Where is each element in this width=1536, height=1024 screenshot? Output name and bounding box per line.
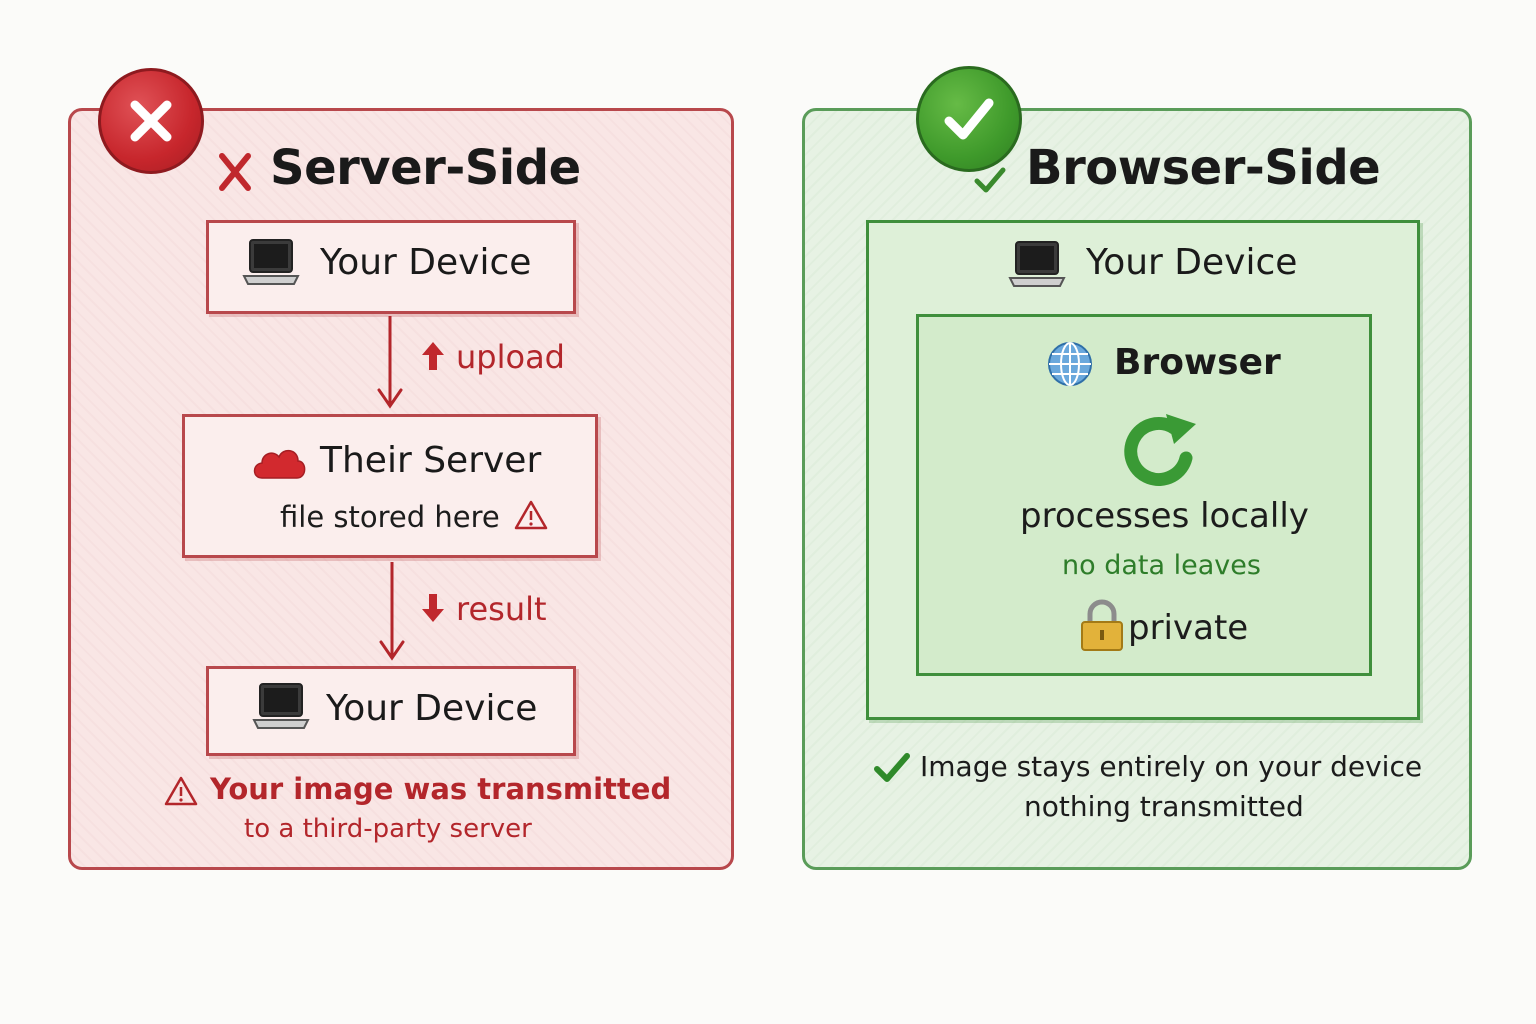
your-device-label: Your Device xyxy=(1086,242,1298,283)
browser-container xyxy=(916,314,1372,676)
warning-line-1: Your image was transmitted xyxy=(210,772,672,806)
footer-line-2: nothing transmitted xyxy=(1024,790,1304,823)
processes-locally-label: processes locally xyxy=(1020,496,1309,536)
footer-line-1: Image stays entirely on your device xyxy=(920,750,1423,783)
down-flow-arrow xyxy=(377,316,403,409)
x-badge-icon xyxy=(98,68,204,174)
cloud-icon xyxy=(253,449,306,479)
warning-line-2: to a third-party server xyxy=(244,814,532,844)
down-arrow-icon xyxy=(422,594,444,622)
checkmark-icon xyxy=(974,167,1006,193)
browser-label: Browser xyxy=(1114,342,1281,383)
x-mark-icon xyxy=(219,153,251,191)
checkmark-icon xyxy=(874,753,910,782)
result-label: result xyxy=(456,590,547,628)
refresh-icon xyxy=(1124,414,1196,486)
lock-icon xyxy=(1081,599,1123,651)
file-stored-label: file stored here xyxy=(280,500,500,534)
your-device-label-bottom: Your Device xyxy=(326,688,538,729)
laptop-icon xyxy=(242,239,300,285)
their-server-label: Their Server xyxy=(320,440,542,481)
browser-side-title: Browser-Side xyxy=(1026,140,1381,196)
private-label: private xyxy=(1128,608,1249,648)
up-arrow-icon xyxy=(422,342,444,370)
warning-icon xyxy=(514,500,548,530)
warning-icon xyxy=(164,776,198,806)
their-server-box xyxy=(182,414,598,558)
check-badge-icon xyxy=(916,66,1022,172)
laptop-icon xyxy=(1008,241,1066,287)
server-side-title: Server-Side xyxy=(270,140,581,196)
laptop-icon xyxy=(252,683,310,729)
globe-icon xyxy=(1048,342,1092,386)
your-device-label-top: Your Device xyxy=(320,242,532,283)
upload-label: upload xyxy=(456,338,565,376)
down-flow-arrow-2 xyxy=(379,562,405,661)
no-data-leaves-label: no data leaves xyxy=(1062,550,1261,581)
